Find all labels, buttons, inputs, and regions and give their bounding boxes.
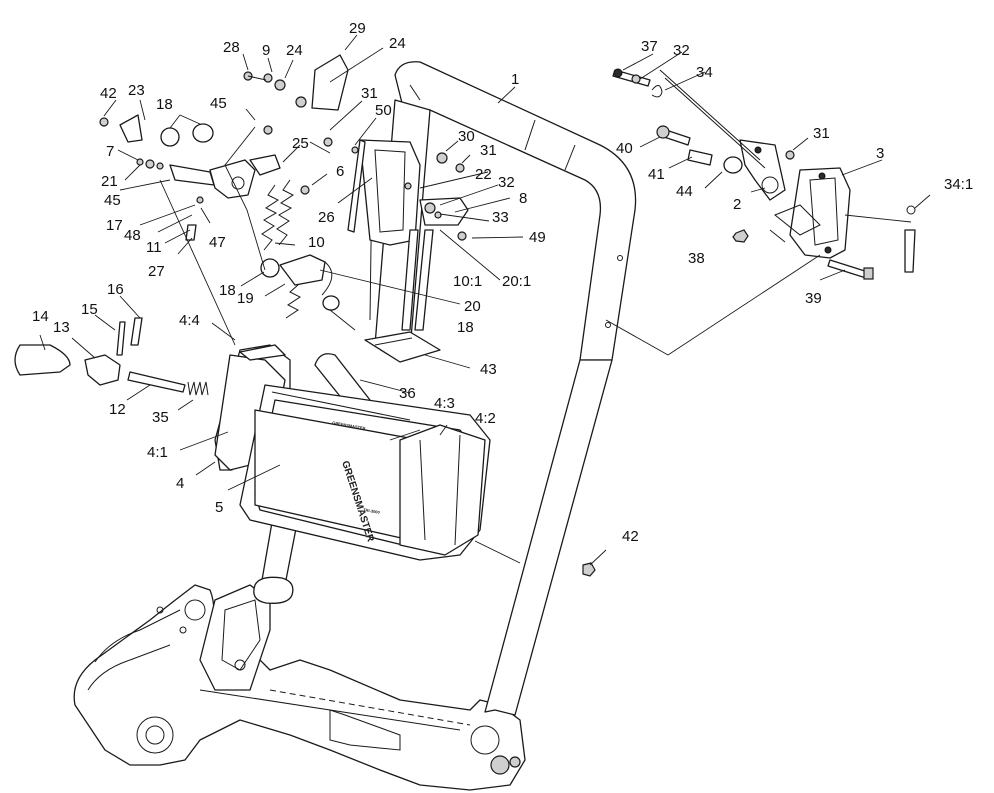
- callout-9: 9: [262, 42, 270, 59]
- callout-34-1: 34:1: [944, 176, 973, 193]
- callout-26: 26: [318, 209, 335, 226]
- rear-bracket-assembly: [612, 68, 916, 280]
- callout-28: 28: [223, 39, 240, 56]
- callout-33: 33: [492, 209, 509, 226]
- callout-10: 10: [308, 234, 325, 251]
- callout-12: 12: [109, 401, 126, 418]
- callout-2: 2: [733, 196, 741, 213]
- callout-42-bottom: 42: [622, 528, 639, 545]
- callout-20-1: 20:1: [502, 273, 531, 290]
- callout-32-top: 32: [673, 42, 690, 59]
- callout-14: 14: [32, 308, 49, 325]
- callout-4: 4: [176, 475, 184, 492]
- callout-31-left: 31: [361, 85, 378, 102]
- callout-36: 36: [399, 385, 416, 402]
- callout-30: 30: [458, 128, 475, 145]
- callout-4-4: 4:4: [179, 312, 200, 329]
- callout-4-2: 4:2: [475, 410, 496, 427]
- console-decal-small: GREENSMASTER: [332, 420, 366, 431]
- callout-24-right: 24: [389, 35, 406, 52]
- callout-43: 43: [480, 361, 497, 378]
- callout-16: 16: [107, 281, 124, 298]
- callout-20: 20: [464, 298, 481, 315]
- callout-1: 1: [511, 71, 519, 88]
- hoop-frame: [394, 61, 637, 716]
- callout-17: 17: [106, 217, 123, 234]
- callout-45-top: 45: [210, 95, 227, 112]
- callout-41: 41: [648, 166, 665, 183]
- callout-40: 40: [616, 140, 633, 157]
- callout-18-mid: 18: [219, 282, 236, 299]
- callout-27: 27: [148, 263, 165, 280]
- callout-22: 22: [475, 166, 492, 183]
- callout-18-right: 18: [457, 319, 474, 336]
- callout-29: 29: [349, 20, 366, 37]
- callout-3: 3: [876, 145, 884, 162]
- callout-4-3: 4:3: [434, 395, 455, 412]
- callout-48: 48: [124, 227, 141, 244]
- callout-42-top: 42: [100, 85, 117, 102]
- callout-25: 25: [292, 135, 309, 152]
- callout-10-1: 10:1: [453, 273, 482, 290]
- callout-39: 39: [805, 290, 822, 307]
- callout-21: 21: [101, 173, 118, 190]
- callout-44: 44: [676, 183, 693, 200]
- control-linkage: [243, 54, 469, 363]
- control-console: GREENSMASTER GREENSMASTER TRI-3000: [214, 344, 596, 577]
- callout-49: 49: [529, 229, 546, 246]
- callout-37: 37: [641, 38, 658, 55]
- callout-labels: 1 2 3 4 4:1 4:2 4:3 4:4 5 6 7 8 9 10 10:…: [32, 20, 973, 545]
- callout-47: 47: [209, 234, 226, 251]
- callout-8: 8: [519, 190, 527, 207]
- callout-13: 13: [53, 319, 70, 336]
- callout-4-1: 4:1: [147, 444, 168, 461]
- console-decal-model: TRI-3000: [363, 507, 381, 515]
- callout-5: 5: [215, 499, 223, 516]
- callout-50: 50: [375, 102, 392, 119]
- callout-15: 15: [81, 301, 98, 318]
- left-lever-assembly: [14, 114, 371, 416]
- base-frame: [73, 584, 526, 791]
- callout-45-left: 45: [104, 192, 121, 209]
- callout-6: 6: [336, 163, 344, 180]
- callout-23: 23: [128, 82, 145, 99]
- leader-lines: [39, 34, 931, 566]
- callout-35: 35: [152, 409, 169, 426]
- callout-24-left: 24: [286, 42, 303, 59]
- callout-32-mid: 32: [498, 174, 515, 191]
- callout-19: 19: [237, 290, 254, 307]
- callout-31-mid: 31: [480, 142, 497, 159]
- callout-38: 38: [688, 250, 705, 267]
- callout-11: 11: [146, 239, 162, 256]
- callout-34: 34: [696, 64, 713, 81]
- callout-7: 7: [106, 143, 114, 160]
- callout-31-right: 31: [813, 125, 830, 142]
- callout-18-top: 18: [156, 96, 173, 113]
